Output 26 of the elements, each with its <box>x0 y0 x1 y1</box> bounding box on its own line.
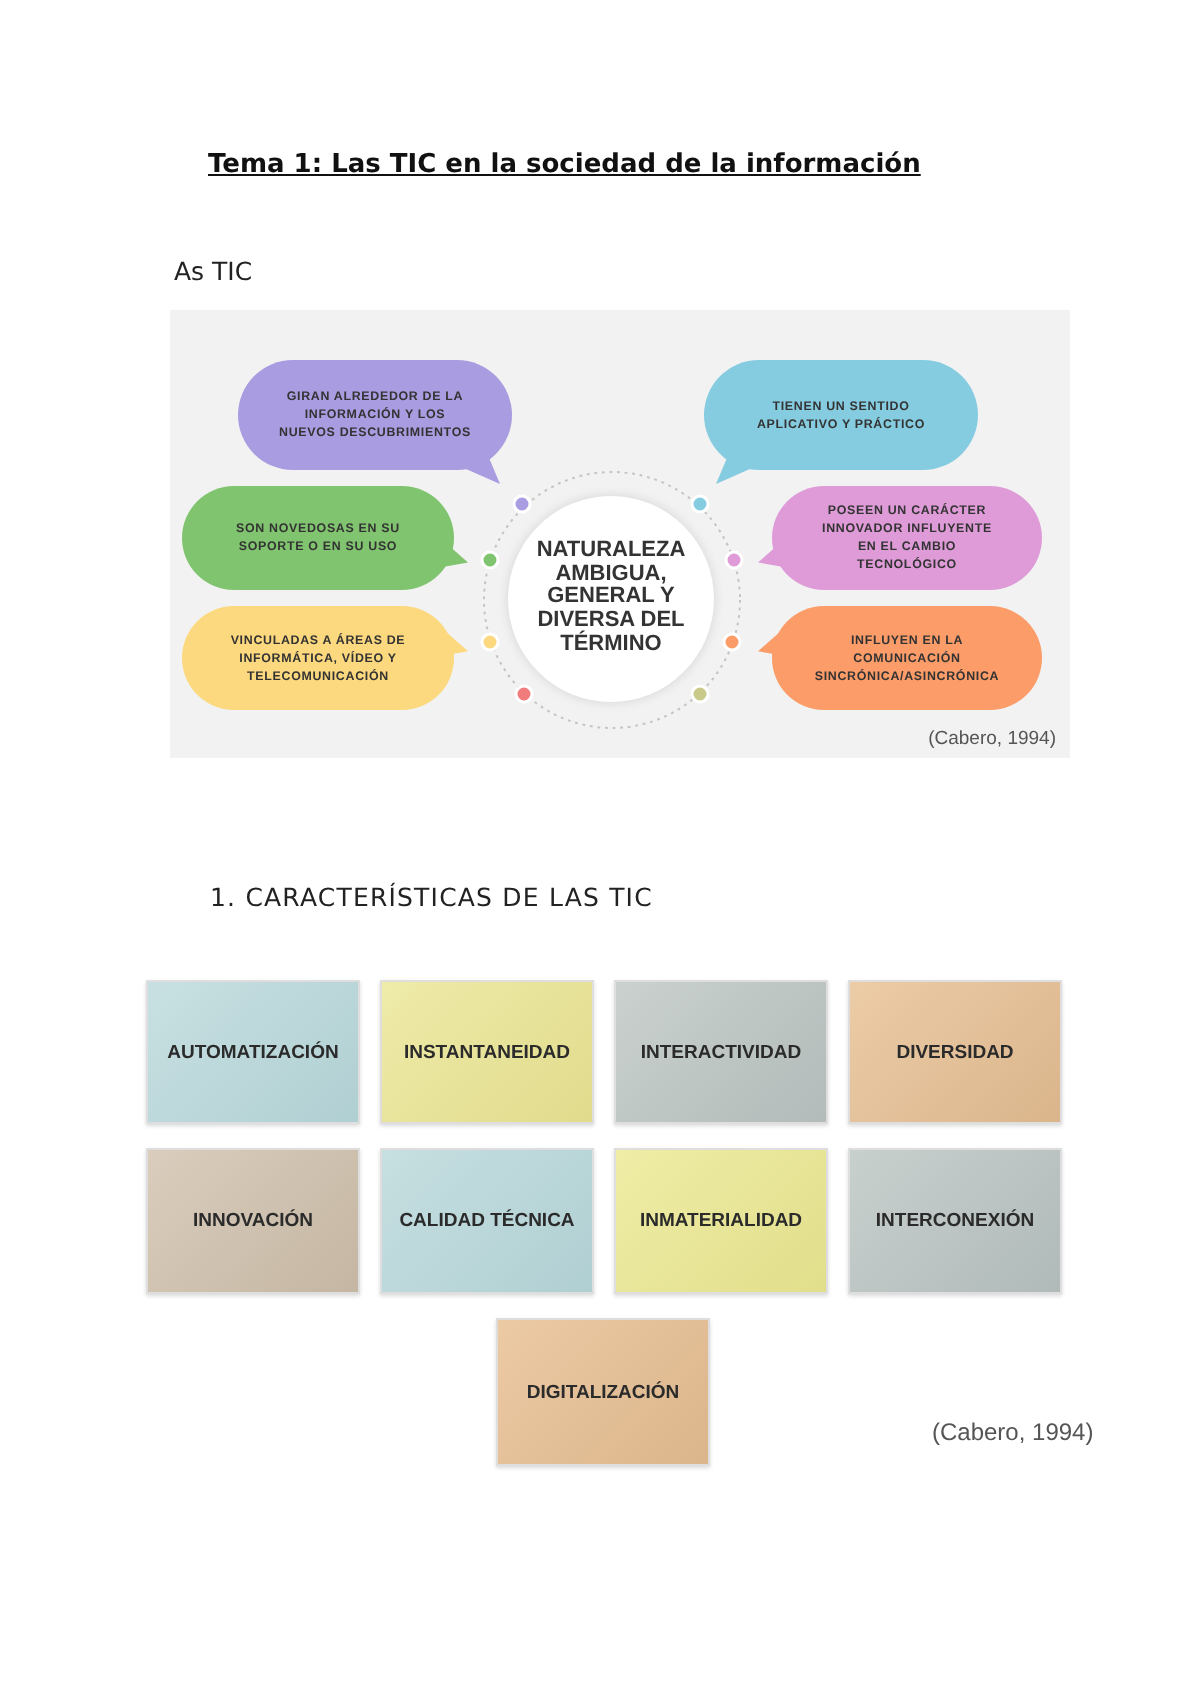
feature-card <box>146 980 360 1124</box>
page-title: Tema 1: Las TIC en la sociedad de la información <box>208 150 921 180</box>
feature-card <box>614 1148 828 1294</box>
feature-card <box>380 1148 594 1294</box>
section-heading: 1. CARACTERÍSTICAS DE LAS TIC <box>210 882 653 912</box>
feature-card <box>614 980 828 1124</box>
card-text: AUTOMATIZACIÓN <box>167 1041 339 1063</box>
center-circle <box>508 496 714 702</box>
card-text: INTERCONEXIÓN <box>875 1210 1035 1232</box>
feature-card <box>848 1148 1062 1294</box>
citation: (Cabero, 1994) <box>928 728 1056 750</box>
card-text: CALIDAD TÉCNICA <box>399 1210 575 1232</box>
card-text: INMATERIALIDAD <box>639 1210 803 1232</box>
card-text: DIVERSIDAD <box>896 1041 1014 1063</box>
section-label: As TIC <box>174 256 253 286</box>
card-text: DIGITALIZACIÓN <box>526 1381 680 1403</box>
feature-card <box>496 1318 710 1466</box>
feature-card <box>380 980 594 1124</box>
feature-card <box>848 980 1062 1124</box>
card-text: INSTANTANEIDAD <box>403 1041 571 1063</box>
card-text: INNOVACIÓN <box>193 1210 313 1232</box>
citation: (Cabero, 1994) <box>932 1418 1094 1446</box>
card-text: INTERACTIVIDAD <box>640 1041 802 1063</box>
feature-card <box>146 1148 360 1294</box>
circle-text: NATURALEZA AMBIGUA, GENERAL Y DIVERSA DEL TÉRMINO <box>534 540 688 658</box>
figure-panel <box>170 310 1070 758</box>
